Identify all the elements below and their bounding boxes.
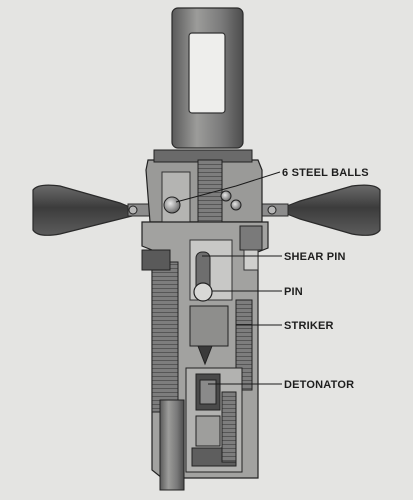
label-striker: STRIKER	[284, 320, 334, 332]
detonator-housing	[185, 367, 243, 473]
label-shear-pin: SHEAR PIN	[284, 251, 346, 263]
striker-assembly	[189, 299, 253, 391]
top-loop-handle	[171, 7, 244, 149]
steel-balls	[163, 190, 242, 214]
label-steel-balls: 6 STEEL BALLS	[282, 167, 369, 179]
label-detonator: DETONATOR	[284, 379, 354, 391]
lower-stem	[159, 399, 185, 491]
arming-vane-left	[32, 184, 155, 236]
callout-leaders	[175, 171, 282, 385]
arming-vane-right	[257, 184, 381, 236]
label-pin: PIN	[284, 286, 303, 298]
